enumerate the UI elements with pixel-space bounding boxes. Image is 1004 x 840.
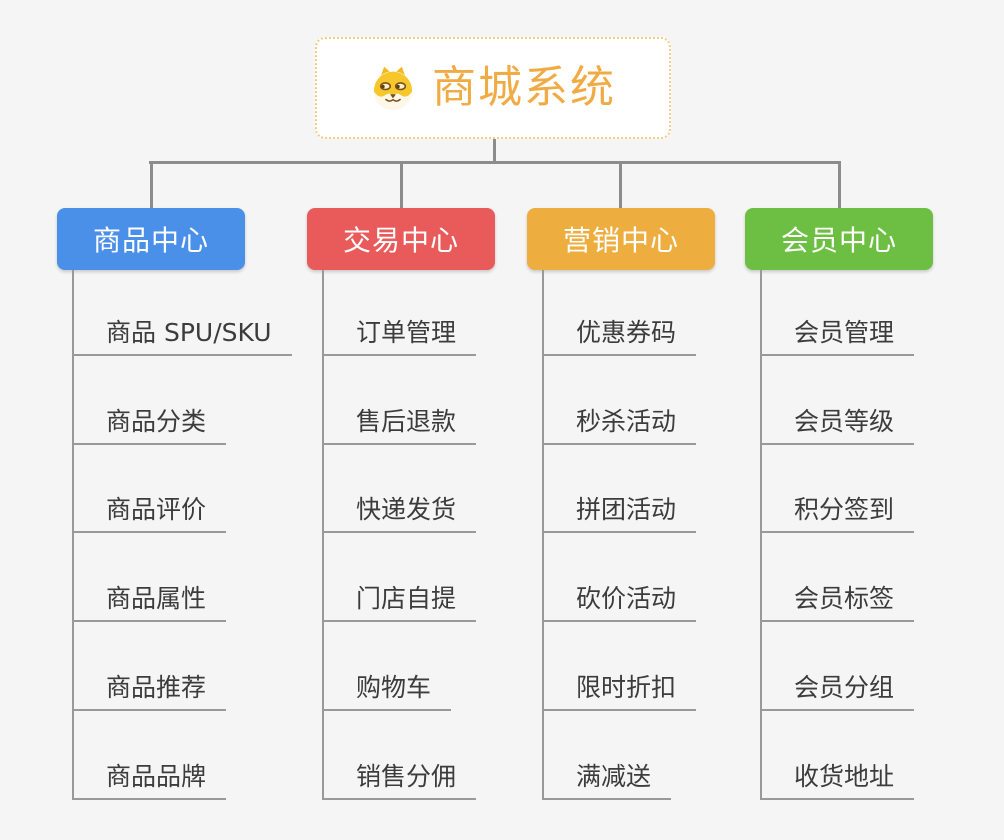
sub-item[interactable]: 商品属性 (72, 578, 227, 622)
sub-item[interactable]: 会员管理 (760, 312, 915, 356)
sub-item[interactable]: 收货地址 (760, 756, 915, 800)
root-title: 商城系统 (432, 62, 616, 113)
sub-item[interactable]: 商品品牌 (72, 756, 227, 800)
branch-trunk-line (542, 270, 544, 800)
branch-box-product-center[interactable]: 商品中心 (57, 208, 245, 270)
sub-item[interactable]: 购物车 (322, 667, 452, 711)
branch-box-trade-center[interactable]: 交易中心 (307, 208, 495, 270)
root-node[interactable]: 商城系统 (315, 37, 671, 139)
branch-marketing-center: 营销中心 优惠券码秒杀活动拼团活动砍价活动限时折扣满减送 (527, 0, 767, 840)
connector-rail (149, 161, 841, 164)
sub-item[interactable]: 订单管理 (322, 312, 477, 356)
branch-trunk-line (322, 270, 324, 800)
branch-box-marketing-center[interactable]: 营销中心 (527, 208, 715, 270)
branch-trunk-line (760, 270, 762, 800)
sub-item[interactable]: 商品分类 (72, 401, 227, 445)
sub-item[interactable]: 秒杀活动 (542, 401, 697, 445)
sub-item[interactable]: 拼团活动 (542, 489, 697, 533)
connector-drop-1 (150, 161, 153, 208)
branch-box-member-center[interactable]: 会员中心 (745, 208, 933, 270)
sub-item[interactable]: 商品 SPU/SKU (72, 312, 292, 356)
dog-face-icon (370, 65, 416, 111)
sub-item[interactable]: 商品评价 (72, 489, 227, 533)
sub-item[interactable]: 会员分组 (760, 667, 915, 711)
branch-trunk-line (72, 270, 74, 800)
branch-product-center: 商品中心 商品 SPU/SKU 商品分类商品评价商品属性商品推荐商品品牌 (57, 0, 297, 840)
connector-drop-3 (619, 161, 622, 208)
sub-item[interactable]: 销售分佣 (322, 756, 477, 800)
connector-drop-4 (838, 161, 841, 208)
sub-item[interactable]: 会员等级 (760, 401, 915, 445)
sub-item[interactable]: 会员标签 (760, 578, 915, 622)
sub-item[interactable]: 快递发货 (322, 489, 477, 533)
sub-item[interactable]: 商品推荐 (72, 667, 227, 711)
connector-drop-2 (400, 161, 403, 208)
sub-item[interactable]: 砍价活动 (542, 578, 697, 622)
sub-item[interactable]: 优惠券码 (542, 312, 697, 356)
sub-item[interactable]: 门店自提 (322, 578, 477, 622)
sub-item[interactable]: 满减送 (542, 756, 672, 800)
sub-item[interactable]: 售后退款 (322, 401, 477, 445)
branch-trade-center: 交易中心 订单管理售后退款快递发货门店自提购物车销售分佣 (307, 0, 547, 840)
branch-member-center: 会员中心 会员管理会员等级积分签到会员标签会员分组收货地址 (745, 0, 985, 840)
sub-item[interactable]: 限时折扣 (542, 667, 697, 711)
sub-item[interactable]: 积分签到 (760, 489, 915, 533)
connector-root-stem (493, 139, 496, 163)
